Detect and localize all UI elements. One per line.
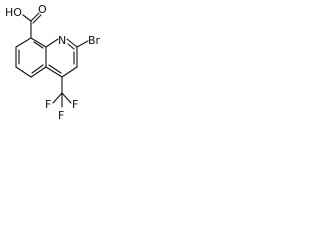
double-bond [31,64,44,74]
bond [66,38,78,48]
bond [61,92,72,104]
bond [30,37,47,48]
structure-canvas: HO O N Br F F F [0,0,113,122]
atom-label-oh: HO [5,6,22,19]
double-bond [33,41,44,49]
atom-label-o: O [38,3,47,16]
atom-label-br: Br [88,34,101,47]
double-bond [48,64,62,74]
atom-label-f: F [72,98,78,111]
atom-label-f: F [58,109,64,121]
bond [61,66,78,78]
atom-label-n: N [58,34,66,47]
bond [52,92,63,104]
molecule-structure: HO O N Br F F F [5,3,101,122]
bond [45,66,63,78]
double-bond [32,14,42,24]
bond [45,38,59,48]
atom-label-f: F [45,98,51,111]
bond [15,37,32,48]
bond [15,66,32,78]
bond [30,66,47,78]
bond [22,14,32,22]
double-bond [67,43,75,50]
double-bond [30,12,40,22]
bond [76,40,89,48]
